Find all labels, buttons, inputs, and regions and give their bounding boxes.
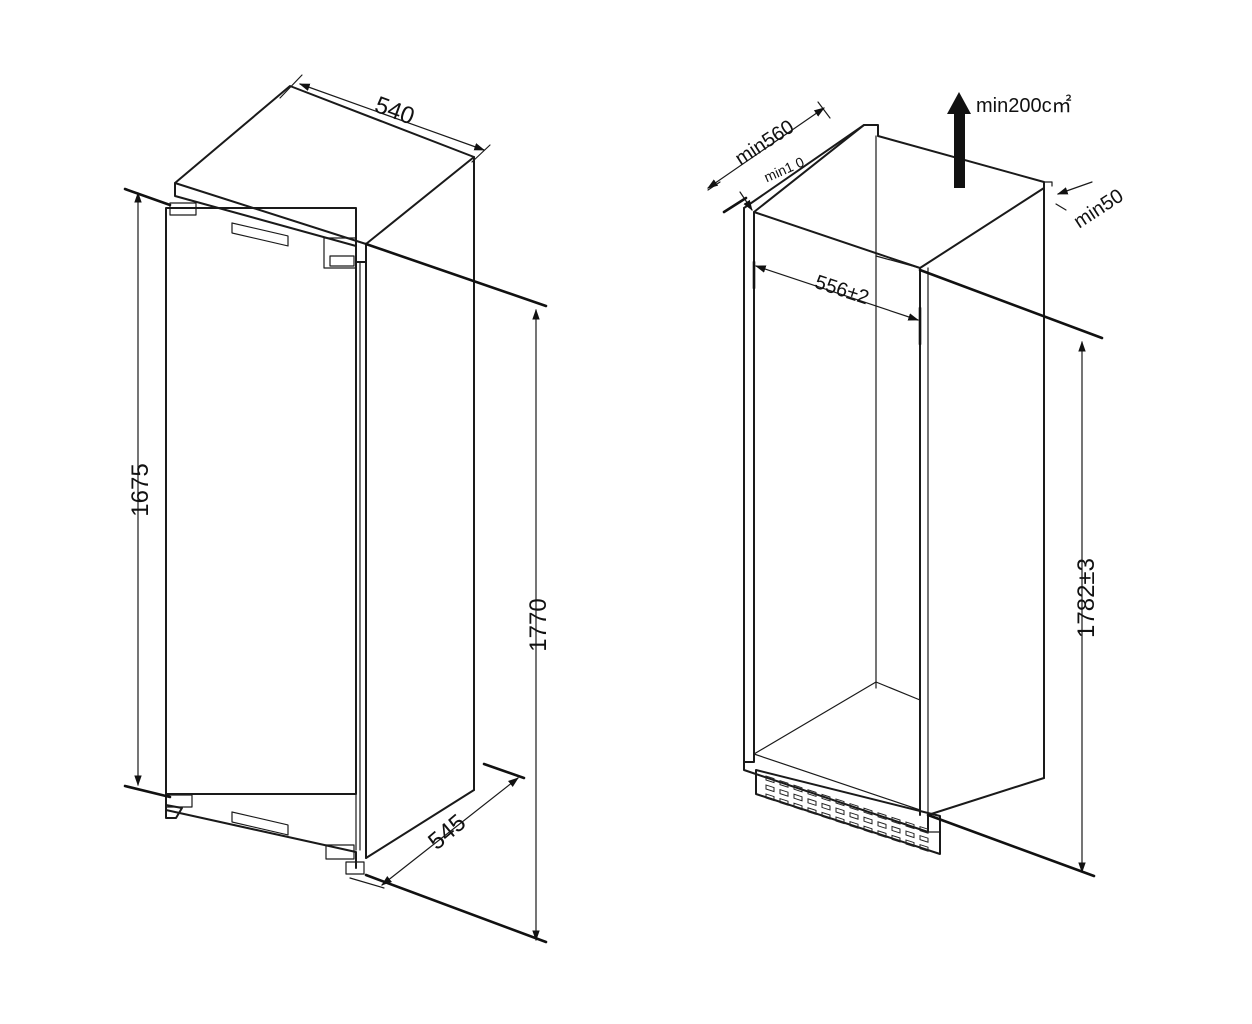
vent-slot: [821, 793, 831, 802]
vent-slot: [849, 820, 859, 829]
vent-slot: [793, 784, 803, 793]
vent-slot: [877, 821, 887, 830]
appliance-dimensions: [123, 74, 548, 944]
vent-slot: [835, 816, 845, 825]
label-niche-width: 556±2: [812, 271, 872, 309]
vent-slot: [919, 825, 929, 834]
plinth-vents: [765, 775, 929, 852]
vent-slot: [807, 798, 817, 807]
vent-slot: [919, 843, 929, 852]
appliance-drawing: [165, 85, 475, 875]
vent-slot: [849, 811, 859, 820]
vent-slot: [877, 812, 887, 821]
vent-slot: [793, 793, 803, 802]
label-top-vent: min200c㎡: [976, 93, 1072, 117]
label-total-height: 1770: [525, 598, 552, 651]
vent-slot: [863, 816, 873, 825]
vent-slot: [863, 807, 873, 816]
vent-slot: [821, 802, 831, 811]
vent-slot: [821, 811, 831, 820]
label-side-gap: min50: [1070, 185, 1128, 233]
niche-dimensions: [707, 101, 1104, 878]
vent-slot: [793, 802, 803, 811]
plinth: [755, 769, 941, 855]
vent-slot: [765, 775, 775, 784]
label-door-height: 1675: [127, 463, 154, 516]
vent-slot: [765, 784, 775, 793]
vent-slot: [807, 807, 817, 816]
label-width: 540: [371, 91, 418, 130]
vent-slot: [877, 830, 887, 839]
vent-slot: [779, 797, 789, 806]
vent-slot: [863, 825, 873, 834]
vent-slot: [807, 789, 817, 798]
vent-slot: [919, 834, 929, 843]
vent-slot: [779, 788, 789, 797]
vent-arrow: [947, 92, 971, 188]
vent-slot: [835, 798, 845, 807]
vent-slot: [849, 802, 859, 811]
label-depth: 545: [423, 809, 471, 855]
vent-slot: [905, 839, 915, 848]
vent-slot: [891, 825, 901, 834]
vent-slot: [835, 807, 845, 816]
vent-slot: [891, 816, 901, 825]
vent-slot: [905, 830, 915, 839]
vent-slot: [779, 779, 789, 788]
vent-slot: [905, 821, 915, 830]
top-face: [174, 85, 475, 245]
door-front: [165, 207, 357, 795]
niche-drawing: [743, 124, 1053, 855]
vent-slot: [765, 793, 775, 802]
vent-slot: [891, 834, 901, 843]
label-niche-height: 1782±3: [1073, 558, 1100, 638]
